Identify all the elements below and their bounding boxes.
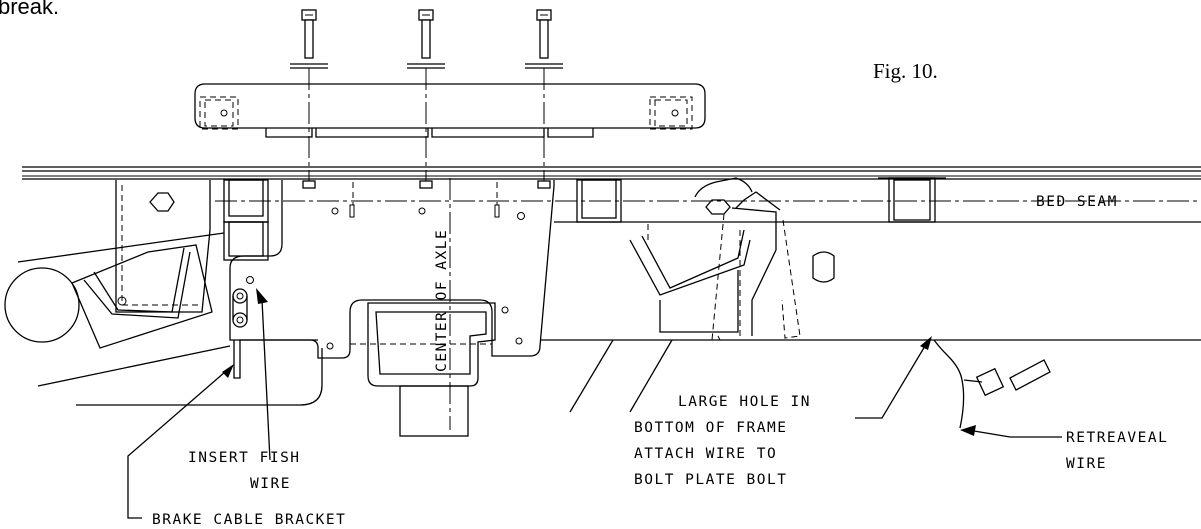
- label-bed-seam: BED SEAM: [1036, 194, 1118, 210]
- bed-rails: [22, 166, 1201, 180]
- bolt-center: [407, 9, 445, 69]
- mounting-plate: [229, 180, 555, 359]
- label-large-hole-line4: BOLT PLATE BOLT: [634, 472, 787, 488]
- frame-rail: [540, 221, 1201, 341]
- cross-member-right: [878, 177, 946, 223]
- bolt-left: [290, 9, 328, 69]
- nut-left: [302, 180, 316, 189]
- bolt-plate: [194, 83, 706, 138]
- label-large-hole-line2: BOTTOM OF FRAME: [634, 420, 787, 436]
- label-retrieval-wire-line1: RETREAVEAL: [1066, 430, 1168, 446]
- nut-center: [419, 180, 433, 189]
- label-brake-cable-bracket: BRAKE CABLE BRACKET: [152, 512, 346, 528]
- label-center-of-axle: CENTER OF AXLE: [434, 229, 450, 372]
- top-cut-text: break.: [0, 0, 59, 19]
- spring-hanger-left: [71, 244, 213, 349]
- label-retrieval-wire-line2: WIRE: [1066, 456, 1107, 472]
- cross-member-left: [223, 179, 269, 261]
- label-large-hole-line3: ATTACH WIRE TO: [634, 446, 777, 462]
- label-large-hole-line1: LARGE HOLE IN: [678, 394, 811, 410]
- axle-housing: [350, 302, 496, 437]
- retrieval-wire: [933, 339, 1051, 429]
- leader-lines: [127, 288, 1062, 519]
- spring-hanger-right: [629, 177, 801, 341]
- bolt-right: [525, 9, 563, 69]
- figure-caption: Fig. 10.: [873, 59, 938, 83]
- nut-right: [537, 180, 551, 189]
- wheel-circle: [4, 267, 80, 343]
- label-insert-fish-wire-line1: INSERT FISH: [188, 450, 301, 466]
- label-insert-fish-wire-line2: WIRE: [250, 476, 291, 492]
- brake-cable-bracket: [232, 288, 318, 379]
